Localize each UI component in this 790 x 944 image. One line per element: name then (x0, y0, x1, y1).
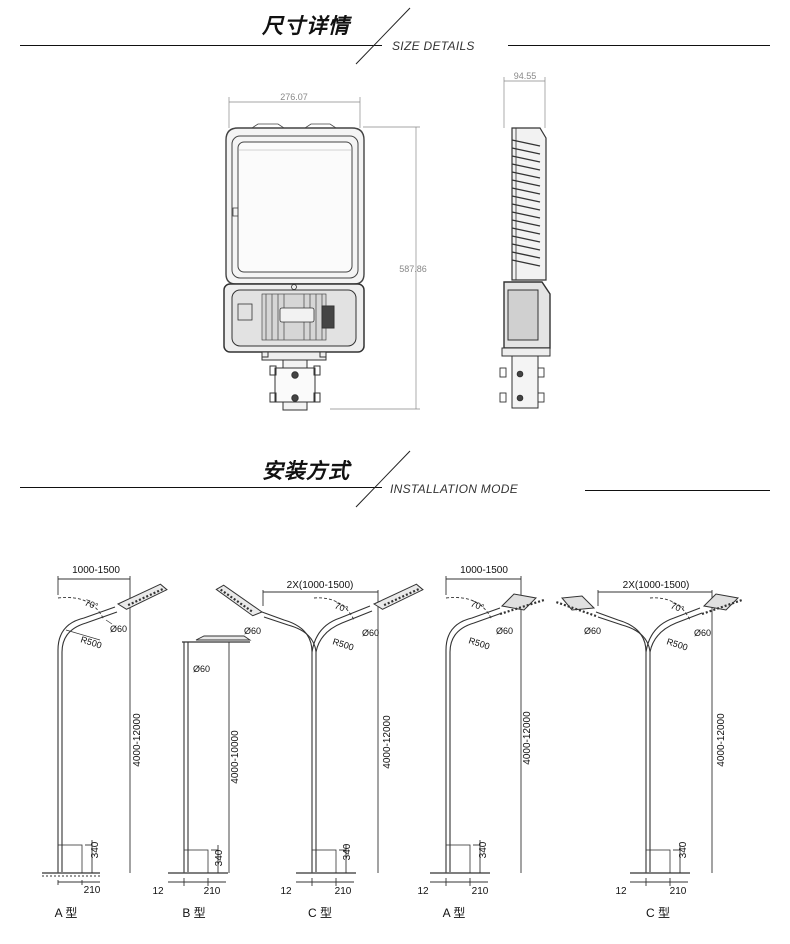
pole5-radius: R500 (665, 636, 689, 652)
size-section-subtitle: SIZE DETAILS (392, 39, 475, 53)
install-section-title: 安装方式 (262, 459, 350, 483)
pole5-base-height: 340 (678, 841, 689, 858)
pole1-base-height: 340 (90, 841, 101, 858)
pole-a-type-1: 1000-1500 70° R500 Ø60 4000-12000 340 21… (42, 565, 170, 920)
installation-diagrams: 1000-1500 70° R500 Ø60 4000-12000 340 21… (42, 565, 743, 920)
pole5-angle: 70° (669, 600, 686, 614)
pole5-lamp-left (555, 595, 597, 618)
pole3-base-width: 210 (335, 886, 352, 897)
pole3-diameter: Ø60 (362, 628, 379, 638)
pole5-base-width: 210 (670, 886, 687, 897)
pole5-diameter-left: Ø60 (584, 626, 601, 636)
pole4-height: 4000-12000 (522, 711, 533, 765)
pole4-base-width: 210 (472, 886, 489, 897)
side-body (499, 127, 551, 409)
depth-dim-label: 94.55 (514, 71, 537, 81)
pole3-angle: 70° (333, 600, 350, 614)
size-section-header: 尺寸详情 SIZE DETAILS (0, 0, 790, 70)
luminaire-front-view: 276.07 587.86 (223, 92, 427, 411)
pole3-offset: 12 (280, 886, 292, 897)
height-dimension (330, 126, 420, 410)
lamp-driver-box (223, 283, 365, 353)
pole1-base-width: 210 (84, 885, 101, 896)
pole3-height: 4000-12000 (382, 715, 393, 769)
pole3-type-label: C 型 (308, 906, 332, 920)
pole4-diameter: Ø60 (496, 626, 513, 636)
pole5-offset: 12 (615, 886, 627, 897)
pole4-arm-span: 1000-1500 (460, 565, 508, 576)
pole3-radius: R500 (331, 636, 355, 652)
pole5-arm-span: 2X(1000-1500) (623, 580, 690, 591)
pole3-arm-span: 2X(1000-1500) (287, 580, 354, 591)
pole5-height: 4000-12000 (716, 713, 727, 767)
pole2-offset: 12 (152, 886, 164, 897)
pole1-diameter: Ø60 (110, 624, 127, 634)
pole5-type-label: C 型 (646, 906, 670, 920)
depth-dimension (503, 77, 546, 128)
pole1-arm-span: 1000-1500 (72, 565, 120, 576)
lamp-mount-bracket (261, 351, 327, 411)
install-section-header: 安装方式 INSTALLATION MODE (0, 445, 790, 515)
lamp-upper-body (225, 123, 365, 285)
pole5-diameter: Ø60 (694, 628, 711, 638)
pole1-type-label: A 型 (55, 906, 78, 920)
pole3-diameter-left: Ø60 (244, 626, 261, 636)
width-dim-label: 276.07 (280, 92, 308, 102)
pole1-height: 4000-12000 (132, 713, 143, 767)
pole-c-type-1: 2X(1000-1500) 70° R500 Ø60 Ø60 4000-1200… (211, 580, 426, 920)
width-dimension (228, 97, 361, 128)
pole1-angle: 70° (83, 597, 100, 611)
pole-b-type: Ø60 4000-10000 340 12 210 B 型 (152, 635, 252, 920)
pole1-radius: R500 (79, 634, 103, 650)
install-header-lines (20, 450, 770, 508)
size-header-lines (20, 7, 770, 65)
pole4-angle: 70° (469, 598, 486, 612)
pole4-offset: 12 (417, 886, 429, 897)
pole3-base-height: 340 (342, 843, 353, 860)
pole2-base-height: 340 (214, 849, 225, 866)
pole2-type-label: B 型 (182, 906, 205, 920)
pole2-height: 4000-10000 (230, 730, 241, 784)
pole4-base-height: 340 (478, 841, 489, 858)
pole5-lamp-right (701, 593, 743, 616)
pole2-base-width: 210 (204, 886, 221, 897)
pole4-lamp (499, 593, 545, 616)
pole4-radius: R500 (467, 635, 491, 651)
size-section-title: 尺寸详情 (262, 14, 350, 38)
pole-c-type-2: 2X(1000-1500) 70° R500 Ø60 Ø60 4000-1200… (555, 580, 743, 920)
height-dim-label: 587.86 (399, 264, 427, 274)
pole2-diameter: Ø60 (193, 664, 210, 674)
luminaire-side-view: 94.55 (499, 71, 551, 409)
install-section-subtitle: INSTALLATION MODE (390, 482, 519, 496)
pole4-type-label: A 型 (443, 906, 466, 920)
pole-a-type-2: 1000-1500 70° R500 Ø60 4000-12000 340 12… (417, 565, 545, 920)
